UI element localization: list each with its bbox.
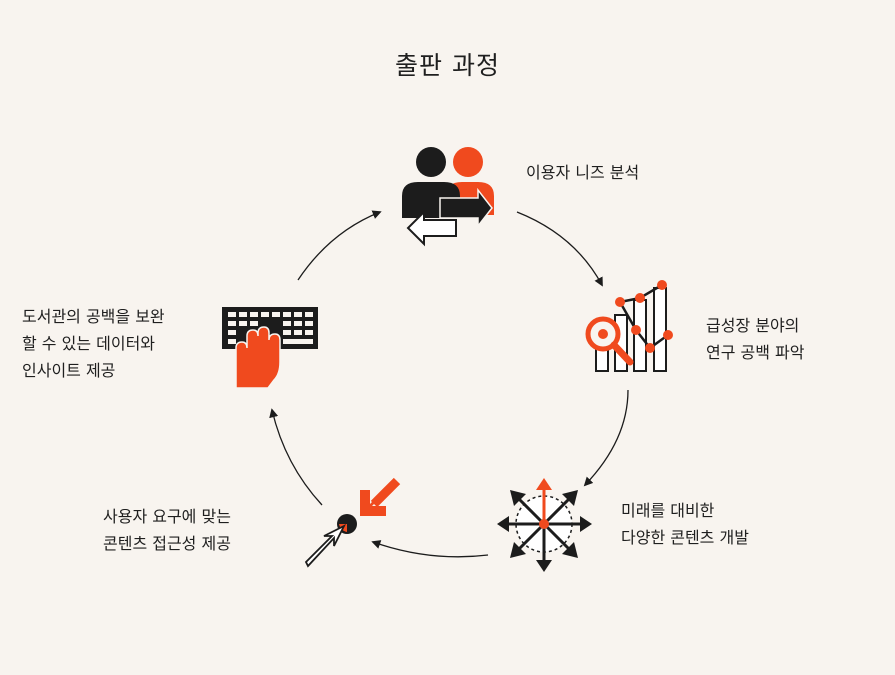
cycle-arrow-3 <box>371 540 489 558</box>
step-2-line-2: 연구 공백 파악 <box>706 343 805 362</box>
step-label-2: 급성장 분야의 연구 공백 파악 <box>706 312 805 366</box>
cycle-arrow-4 <box>269 408 323 506</box>
step-label-5: 도서관의 공백을 보완 할 수 있는 데이터와 인사이트 제공 <box>22 303 165 384</box>
step-5-line-3: 인사이트 제공 <box>22 361 116 380</box>
step-2-line-1: 급성장 분야의 <box>706 316 800 335</box>
diagram-title: 출판 과정 <box>395 51 500 80</box>
hand-keyboard-icon <box>222 307 318 389</box>
cycle-arrow-1 <box>516 211 603 287</box>
step-4-line-1: 사용자 요구에 맞는 <box>103 507 231 526</box>
analytics-magnifier-icon <box>585 280 673 372</box>
step-1-line-1: 이용자 니즈 분석 <box>526 163 640 182</box>
step-3-line-2: 다양한 콘텐츠 개발 <box>621 528 749 547</box>
converging-arrows-icon <box>304 477 401 568</box>
step-4-line-2: 콘텐츠 접근성 제공 <box>103 534 231 553</box>
step-label-4: 사용자 요구에 맞는 콘텐츠 접근성 제공 <box>103 503 231 557</box>
cycle-arrow-5 <box>297 210 382 281</box>
cycle-arrow-2 <box>583 389 629 487</box>
users-exchange-icon <box>402 147 494 247</box>
step-3-line-1: 미래를 대비한 <box>621 501 715 520</box>
step-5-line-1: 도서관의 공백을 보완 <box>22 307 165 326</box>
expanding-arrows-icon <box>497 478 592 572</box>
step-5-line-2: 할 수 있는 데이터와 <box>22 334 156 353</box>
step-label-1: 이용자 니즈 분석 <box>526 159 639 186</box>
step-label-3: 미래를 대비한 다양한 콘텐츠 개발 <box>621 497 749 551</box>
